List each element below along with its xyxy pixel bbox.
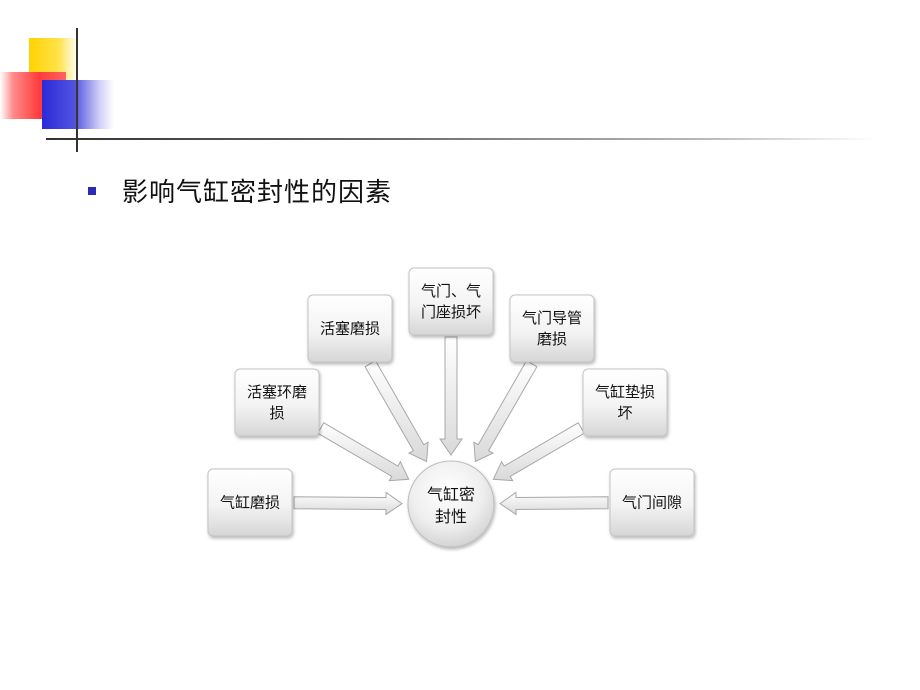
factor-box-cylinder-wear: 气缸磨损 — [207, 468, 293, 537]
arrow-piston-wear — [364, 360, 429, 463]
arrow-valve-guide-wear — [473, 360, 538, 463]
factor-label-line: 活塞磨损 — [320, 320, 380, 338]
center-node: 气缸密封性 — [407, 460, 495, 548]
factor-box-piston-wear: 活塞磨损 — [307, 294, 393, 363]
factor-label-line: 气门、气 — [421, 282, 481, 300]
decor-horizontal-rule — [46, 138, 876, 140]
factor-label-line: 门座损坏 — [421, 303, 481, 321]
arrow-piston-ring-wear — [317, 422, 410, 482]
arrow-cylinder-wear — [293, 491, 403, 516]
factor-box-valve-clearance: 气门间隙 — [609, 468, 695, 537]
center-label-line: 气缸密 — [427, 485, 475, 504]
factor-box-shape — [609, 468, 695, 537]
factor-label-line: 气门导管 — [522, 309, 582, 327]
decor-vertical-rule — [76, 28, 78, 152]
factor-box-shape — [582, 368, 668, 437]
factor-box-shape — [207, 468, 293, 537]
factor-label-line: 气缸磨损 — [220, 494, 280, 512]
arrow-gasket-damage — [492, 422, 585, 482]
factor-label-line: 磨损 — [537, 330, 567, 348]
factor-label-line: 损 — [269, 404, 284, 422]
factor-label-line: 气缸垫损 — [595, 383, 655, 401]
center-circle — [407, 460, 495, 548]
slide-bullet-title: 影响气缸密封性的因素 — [122, 178, 393, 208]
factor-label-line: 活塞环磨 — [247, 383, 307, 401]
bullet-item: 影响气缸密封性的因素 — [88, 172, 392, 209]
factor-box-shape — [509, 294, 595, 363]
factor-box-shape — [307, 294, 393, 363]
decor-blue-square — [42, 80, 114, 129]
factor-label-line: 坏 — [617, 404, 632, 422]
factor-box-shape — [234, 368, 320, 437]
factor-label-line: 气门间隙 — [622, 494, 682, 512]
bullet-square-icon — [88, 186, 96, 195]
arrow-valve-seat-damage — [439, 336, 463, 456]
factor-box-shape — [408, 267, 494, 336]
center-label-line: 封性 — [435, 507, 467, 526]
arrow-valve-clearance — [499, 491, 609, 516]
